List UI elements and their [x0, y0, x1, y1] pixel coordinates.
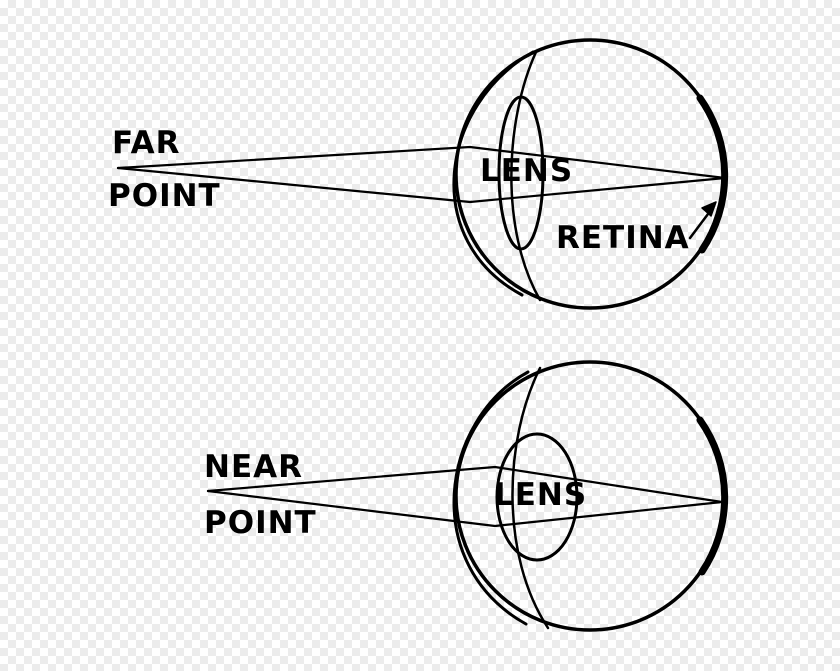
bottom-ray-lower [206, 489, 724, 528]
bottom-lens-label: LENS [494, 477, 588, 513]
top-eye [116, 38, 729, 310]
far-point-label: POINT [108, 178, 221, 214]
bottom-retina-arc [696, 416, 729, 576]
bottom-ray-upper [206, 465, 724, 504]
top-ray-upper [116, 145, 727, 180]
top-iris-line [510, 50, 542, 302]
retina-label: RETINA [556, 220, 690, 256]
near-point-label: POINT [204, 505, 317, 541]
top-lens [497, 95, 545, 251]
bottom-lens [495, 432, 579, 562]
top-cornea [452, 50, 535, 297]
bottom-cornea [452, 370, 530, 626]
near-label: NEAR [204, 449, 303, 485]
top-lens-label: LENS [480, 153, 574, 189]
retina-arrow-head [701, 201, 717, 217]
top-ray-lower [116, 166, 727, 204]
top-retina-arc [696, 94, 729, 254]
bottom-iris-line [511, 366, 550, 630]
far-label: FAR [112, 125, 181, 161]
bottom-eye [206, 360, 729, 632]
